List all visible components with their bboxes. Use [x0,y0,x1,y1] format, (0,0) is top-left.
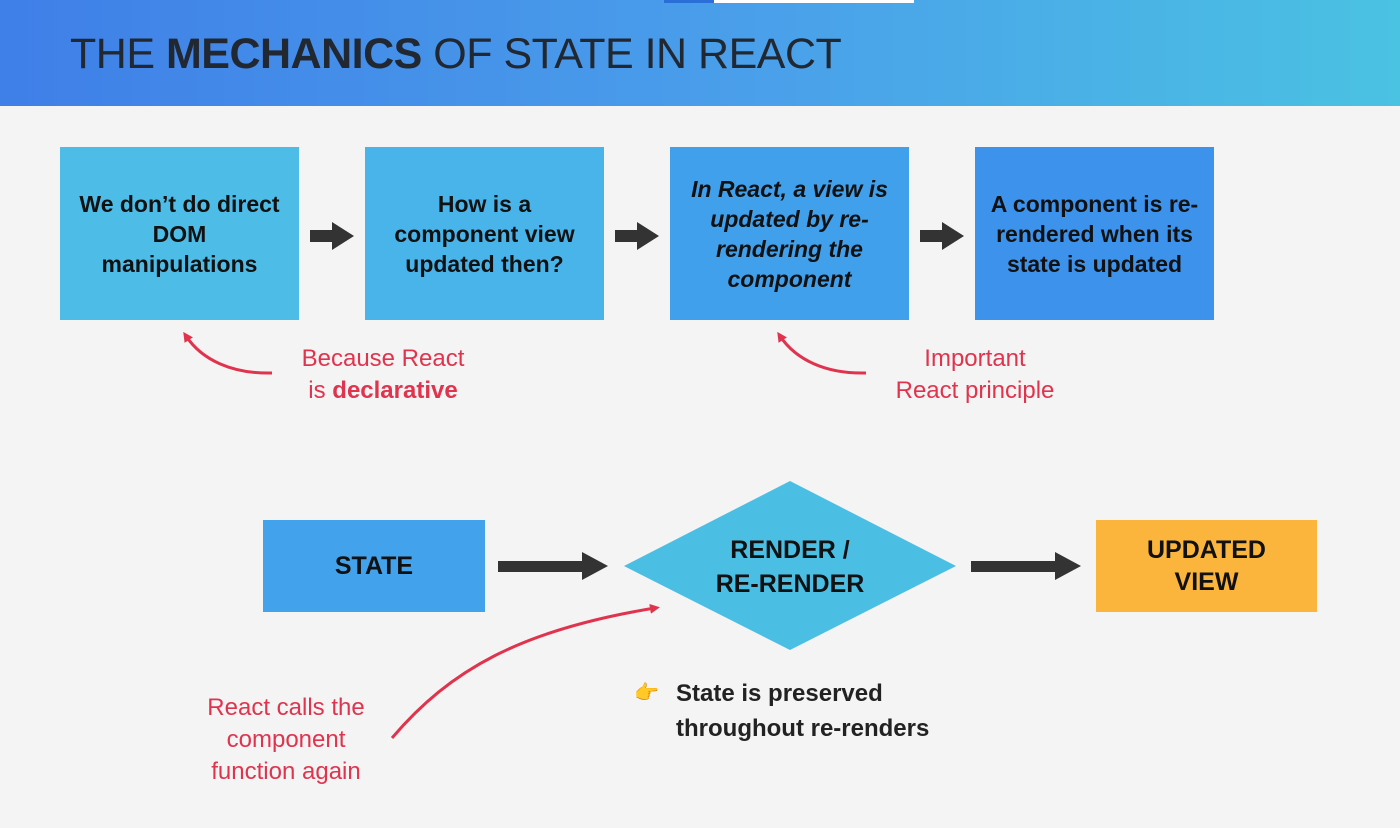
note-important-principle: Important React principle [895,345,1055,404]
step-no-dom-manipulation: We don’t do direct DOM manipulations [60,147,299,320]
header-accent-bar [664,0,714,3]
render-label: RENDER / RE-RENDER [715,536,865,598]
page-title: THE MECHANICS OF STATE IN REACT [70,30,842,78]
step-rerender-on-state: A component is re-rendered when its stat… [975,147,1214,320]
tip-state-preserved: State is preserved throughout re-renders [676,680,930,742]
state-box: STATE [263,520,485,612]
note-declarative: Because React is declarative [301,345,465,404]
page-title-bold: MECHANICS [165,30,422,78]
render-diamond [624,481,956,650]
step-how-updated: How is a component view updated then? [365,147,604,320]
note-react-calls-again: React calls the component function again [207,694,365,785]
arrow-calls-curve [390,603,660,739]
header-accent-bar-white [714,0,914,3]
arrow-declarative-curve [183,331,273,375]
arrow-step1-step2 [310,222,354,250]
arrow-state-render [498,552,608,580]
pointing-hand-icon: 👉 [634,682,659,704]
header-banner: THE MECHANICS OF STATE IN REACT [0,0,1400,106]
arrow-render-view [971,552,1081,580]
arrow-step3-step4 [920,222,964,250]
arrow-principle-curve [777,331,867,375]
arrow-step2-step3 [615,222,659,250]
step-view-rerendered: In React, a view is updated by re-render… [670,147,909,320]
